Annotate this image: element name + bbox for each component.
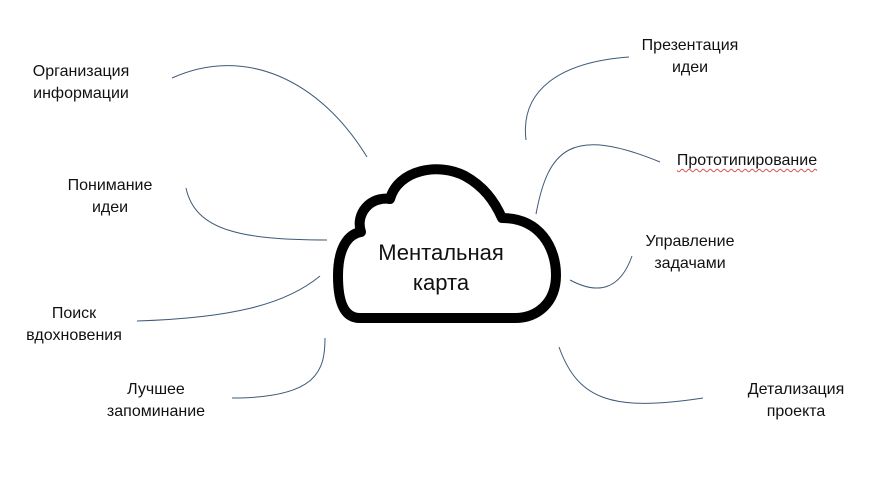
branch-tasks-line1: Управление xyxy=(645,233,735,250)
connector-organization xyxy=(171,65,368,158)
branch-organization: Организация информации xyxy=(22,61,140,105)
connector-inspiration xyxy=(136,275,321,322)
branch-details-line2: проекта xyxy=(766,403,826,420)
center-topic-line2: карта xyxy=(412,270,470,295)
connector-understanding xyxy=(185,187,328,241)
branch-prototyping-line1: Прототипирование xyxy=(676,152,818,169)
branch-tasks: Управление задачами xyxy=(632,231,748,275)
center-topic-line1: Ментальная xyxy=(378,240,504,265)
branch-organization-line1: Организация xyxy=(32,63,130,80)
branch-details: Детализация проекта xyxy=(734,379,858,423)
branch-tasks-line2: задачами xyxy=(654,255,726,272)
connector-presentation xyxy=(524,56,630,141)
branch-details-line1: Детализация xyxy=(747,381,845,398)
branch-inspiration-line2: вдохновения xyxy=(26,327,122,344)
branch-inspiration-line1: Поиск xyxy=(51,305,97,322)
branch-memory-line1: Лучшее xyxy=(127,381,185,398)
branch-understanding-line2: идеи xyxy=(91,199,129,216)
branch-understanding: Понимание идеи xyxy=(55,175,165,219)
center-topic-label: Ментальная карта xyxy=(341,238,541,298)
connector-details xyxy=(558,346,704,404)
branch-inspiration: Поиск вдохновения xyxy=(14,303,134,347)
branch-presentation-line1: Презентация xyxy=(641,37,739,54)
branch-presentation: Презентация идеи xyxy=(628,35,752,79)
branch-memory: Лучшее запоминание xyxy=(96,379,216,423)
connector-memory xyxy=(231,337,326,399)
connector-prototyping xyxy=(535,144,661,215)
branch-presentation-line2: идеи xyxy=(671,59,709,76)
branch-understanding-line1: Понимание xyxy=(67,177,153,194)
branch-prototyping: Прототипирование xyxy=(662,150,832,172)
connector-tasks xyxy=(569,255,633,289)
cloud-icon xyxy=(333,164,561,323)
branch-memory-line2: запоминание xyxy=(106,403,206,420)
branch-organization-line2: информации xyxy=(33,85,129,102)
